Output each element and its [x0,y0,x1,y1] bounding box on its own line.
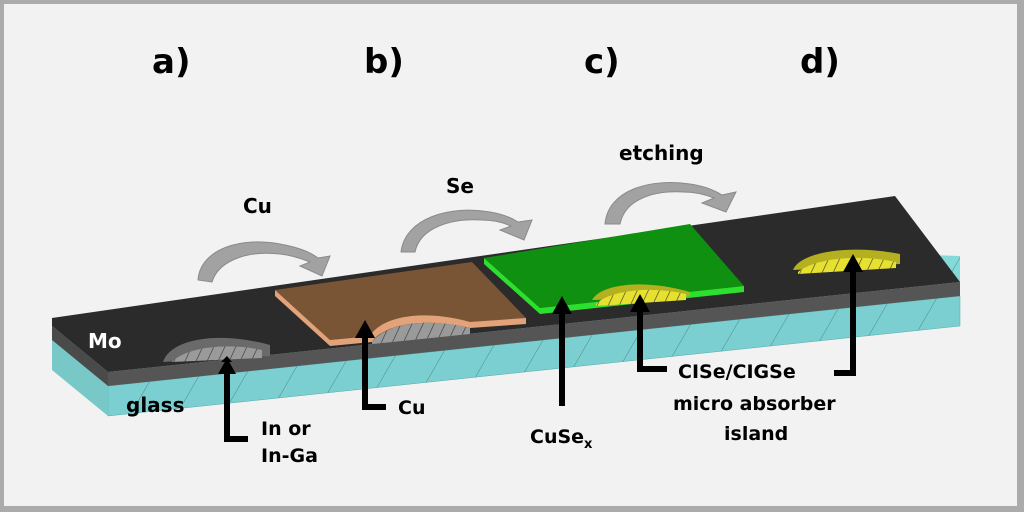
annotation-cusex-base: CuSe [530,426,584,448]
step-label-b: b) [364,42,404,82]
curved-arrow-se [400,209,533,253]
pointer-arrow-cusex [552,296,572,406]
process-label-se: Se [446,174,474,198]
annotation-island-line1: CISe/CIGSe [678,361,796,383]
precursor-island-a [163,337,270,362]
step-label-c: c) [584,42,620,82]
pointer-arrow-in-ga [218,356,248,442]
annotation-cusex: CuSex [530,426,593,452]
annotation-in-ga-line1: In or [261,418,311,440]
layer-label-glass: glass [126,393,184,417]
process-label-cu: Cu [243,194,272,218]
curved-arrow-cu [197,241,331,283]
process-label-etching: etching [619,141,704,165]
layer-label-mo: Mo [88,329,122,353]
annotation-in-ga-line2: In-Ga [261,445,318,467]
pointer-arrow-island-d [834,254,863,376]
mo-layer [52,196,960,386]
annotation-cu: Cu [398,397,425,419]
annotation-island-line3: island [724,423,788,445]
cu-layer [275,262,526,346]
curved-arrow-etching [604,182,737,225]
annotation-cusex-subscript: x [584,437,593,452]
step-label-d: d) [800,42,840,82]
step-label-a: a) [152,42,190,82]
annotation-island-line2: micro absorber [673,393,836,415]
pointer-arrow-island-c [630,294,667,372]
pointer-arrow-cu [355,320,386,410]
